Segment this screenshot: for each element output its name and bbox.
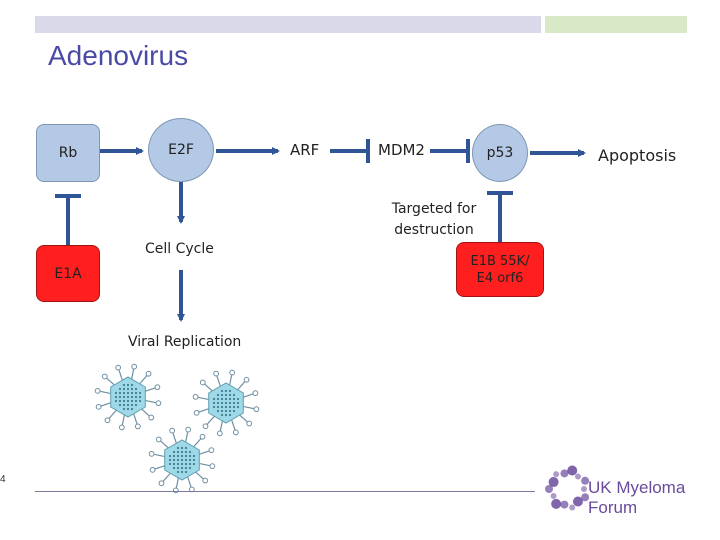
logo-dot [567,465,578,476]
logo-text: UK Myeloma Forum [588,478,686,517]
node-p53: p53 [472,124,528,182]
logo-dot [560,469,569,478]
label-targeted-line2: destruction [394,222,474,238]
node-e1b-e4: E1B 55K/ E4 orf6 [456,242,544,297]
node-rb: Rb [36,124,100,182]
slide-title: Adenovirus [48,40,189,71]
node-apoptosis: Apoptosis [598,146,677,165]
logo-mark [545,465,590,511]
logo-dot [550,492,557,499]
logo-dot [581,493,590,502]
logo-dot [581,486,587,492]
virus-icon [94,363,162,431]
node-e1b-line1: E1B 55K/ [470,253,530,269]
virus-icon [192,369,260,437]
logo-dot [548,477,559,488]
logo-dot [545,485,553,493]
virus-particles [94,363,260,494]
logo-dot [581,476,590,485]
header-bar-right [545,16,687,33]
label-viral-replication: Viral Replication [128,334,242,350]
node-e1a: E1A [36,245,100,302]
footer-divider [35,491,535,492]
node-arf: ARF [290,141,320,159]
logo-dot [574,473,581,480]
label-cell-cycle: Cell Cycle [145,241,214,257]
header-bar-left [35,16,541,33]
slide-number: 4 [0,474,6,485]
logo-dot [560,500,569,509]
node-e2f: E2F [148,118,214,182]
node-mdm2: MDM2 [378,141,425,159]
logo-dot [569,504,576,511]
logo-dot [553,471,560,478]
node-e1b-line2: E4 orf6 [476,270,524,286]
logo-dot [572,496,583,507]
virus-icon [148,426,216,494]
label-targeted-line1: Targeted for [391,201,477,217]
label-targeted-destruction: Targeted for destruction [384,199,484,241]
logo-dot [551,498,562,509]
